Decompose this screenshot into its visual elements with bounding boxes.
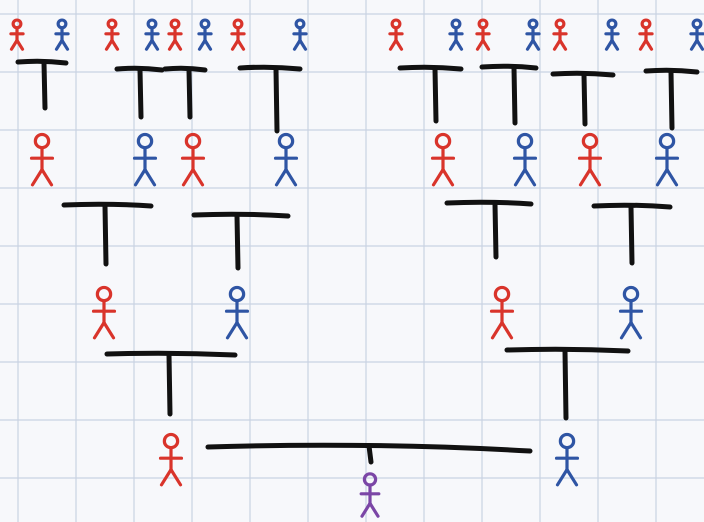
female-stick-figure xyxy=(580,134,601,184)
pedigree-connector xyxy=(400,67,461,121)
male-stick-figure xyxy=(56,20,68,49)
male-stick-figure xyxy=(557,434,578,484)
female-stick-figure xyxy=(106,20,118,49)
tree-connectors xyxy=(18,61,697,462)
pedigree-connector xyxy=(18,61,66,108)
male-stick-figure xyxy=(691,20,703,49)
male-stick-figure xyxy=(227,287,248,337)
female-stick-figure xyxy=(183,134,204,184)
male-stick-figure xyxy=(527,20,539,49)
female-stick-figure xyxy=(32,134,53,184)
pedigree-connector xyxy=(482,66,536,123)
female-stick-figure xyxy=(492,287,513,337)
pedigree-connector xyxy=(117,68,162,117)
female-stick-figure xyxy=(640,20,652,49)
male-stick-figure xyxy=(657,134,678,184)
pedigree-connector xyxy=(646,70,697,128)
female-stick-figure xyxy=(232,20,244,49)
female-stick-figure xyxy=(161,434,182,484)
female-stick-figure xyxy=(390,20,402,49)
pedigree-connector xyxy=(553,73,613,124)
female-stick-figure xyxy=(433,134,454,184)
female-stick-figure xyxy=(554,20,566,49)
female-stick-figure xyxy=(477,20,489,49)
pedigree-connector xyxy=(240,67,300,131)
stick-figures xyxy=(11,20,703,516)
pedigree-connector xyxy=(507,349,628,418)
pedigree-connector xyxy=(447,202,531,257)
male-stick-figure xyxy=(146,20,158,49)
male-stick-figure xyxy=(621,287,642,337)
male-stick-figure xyxy=(294,20,306,49)
male-stick-figure xyxy=(606,20,618,49)
female-stick-figure xyxy=(11,20,23,49)
male-stick-figure xyxy=(135,134,156,184)
male-stick-figure xyxy=(199,20,211,49)
pedigree-connector xyxy=(165,68,205,117)
male-stick-figure xyxy=(276,134,297,184)
pedigree-connector xyxy=(64,204,151,264)
male-stick-figure xyxy=(450,20,462,49)
pedigree-connector xyxy=(594,205,670,263)
female-stick-figure xyxy=(169,20,181,49)
male-stick-figure xyxy=(515,134,536,184)
pedigree-connector xyxy=(194,214,288,268)
child-stick-figure xyxy=(361,474,379,516)
female-stick-figure xyxy=(94,287,115,337)
